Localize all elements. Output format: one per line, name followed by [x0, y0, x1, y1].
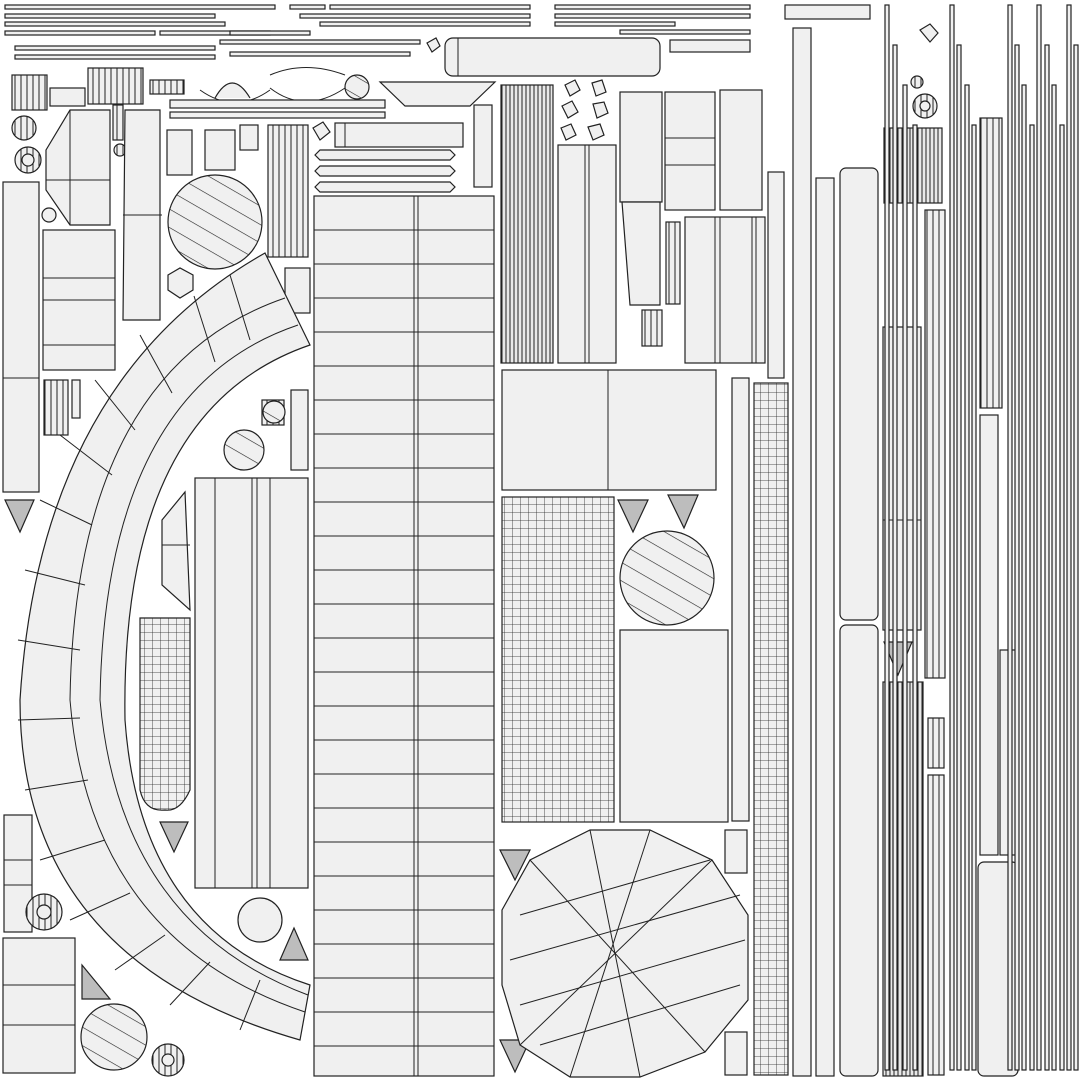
center-right-parts: [499, 84, 766, 1078]
top-strip-group: [4, 4, 871, 60]
capsule-and-hexes: [312, 37, 661, 193]
curved-arc-island: [17, 252, 311, 1041]
small-parts-top-left: [11, 67, 497, 223]
lower-left-parts: [2, 389, 309, 1077]
left-column-parts: [2, 109, 311, 1000]
center-tall-panel: [313, 195, 495, 1077]
thin-strips-group: [884, 4, 1079, 1071]
